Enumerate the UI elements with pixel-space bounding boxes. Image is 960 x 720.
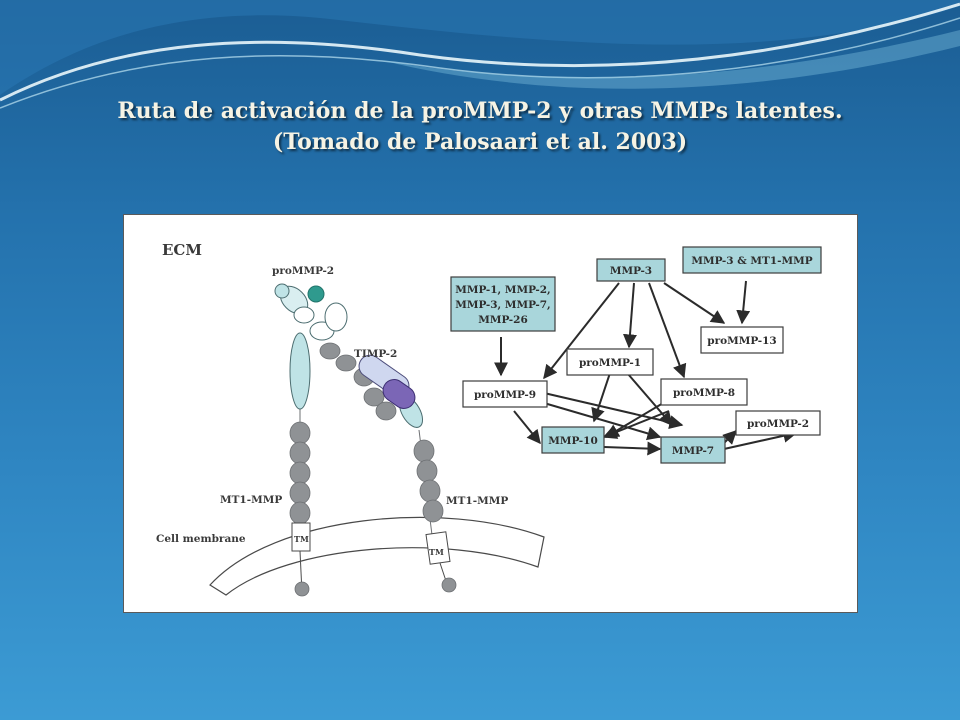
cell-membrane-label: Cell membrane xyxy=(156,533,246,545)
timp2-label: TIMP-2 xyxy=(354,348,397,360)
title-line-1: Ruta de activación de la proMMP-2 y otra… xyxy=(117,98,843,124)
tm-left-label: TM xyxy=(294,534,309,544)
mt1-mmp-left-label: MT1-MMP xyxy=(220,494,282,506)
promMP2-molecule xyxy=(274,283,357,372)
promMP2-top-label: proMMP-2 xyxy=(272,265,334,277)
box-mmp7-label: MMP-7 xyxy=(672,445,714,457)
tm-right-label: TM xyxy=(429,547,444,557)
box-promMP8-label: proMMP-8 xyxy=(673,387,735,399)
box-promMP2: proMMP-2 xyxy=(735,410,821,436)
box-promMP9: proMMP-9 xyxy=(462,380,548,408)
box-mmp10-label: MMP-10 xyxy=(548,435,598,447)
box-promMP8: proMMP-8 xyxy=(660,378,748,406)
activation-arrows xyxy=(494,280,798,456)
box-promMP1: proMMP-1 xyxy=(566,348,654,376)
box-promMP13: proMMP-13 xyxy=(700,326,784,354)
box-promMP1-label: proMMP-1 xyxy=(579,357,641,369)
box-mmp3-mt1-label: MMP-3 & MT1-MMP xyxy=(691,255,812,267)
box-mmp3-mt1: MMP-3 & MT1-MMP xyxy=(682,246,822,274)
decorative-waves xyxy=(0,0,960,109)
diagram-figure: ECM Cell membrane TM MT1-MMP xyxy=(123,214,858,613)
timp2-molecule xyxy=(353,354,424,428)
box-mmp3: MMP-3 xyxy=(596,258,666,282)
box-mmp10: MMP-10 xyxy=(541,426,605,454)
ecm-label: ECM xyxy=(162,241,202,259)
box-mmp3-label: MMP-3 xyxy=(610,265,652,277)
box-mmp-group-line-1: MMP-1, MMP-2, xyxy=(455,284,550,296)
box-mmp-group: MMP-1, MMP-2, MMP-3, MMP-7, MMP-26 xyxy=(450,276,556,332)
mt1-mmp-right-label: MT1-MMP xyxy=(446,495,508,507)
box-promMP2-label: proMMP-2 xyxy=(747,418,809,430)
box-mmp7: MMP-7 xyxy=(660,436,726,464)
mt1-mmp-left-molecule xyxy=(289,332,311,597)
title-line-2: (Tomado de Palosaari et al. 2003) xyxy=(272,129,688,155)
box-promMP13-label: proMMP-13 xyxy=(707,335,776,347)
box-mmp-group-line-2: MMP-3, MMP-7, xyxy=(455,299,550,311)
cell-membrane xyxy=(209,516,545,596)
slide-title: Ruta de activación de la proMMP-2 y otra… xyxy=(0,96,960,158)
box-promMP9-label: proMMP-9 xyxy=(474,389,536,401)
mt1-mmp-right-molecule xyxy=(413,429,457,593)
activation-diagram: ECM Cell membrane TM MT1-MMP xyxy=(156,241,822,597)
box-mmp-group-line-3: MMP-26 xyxy=(478,314,528,326)
